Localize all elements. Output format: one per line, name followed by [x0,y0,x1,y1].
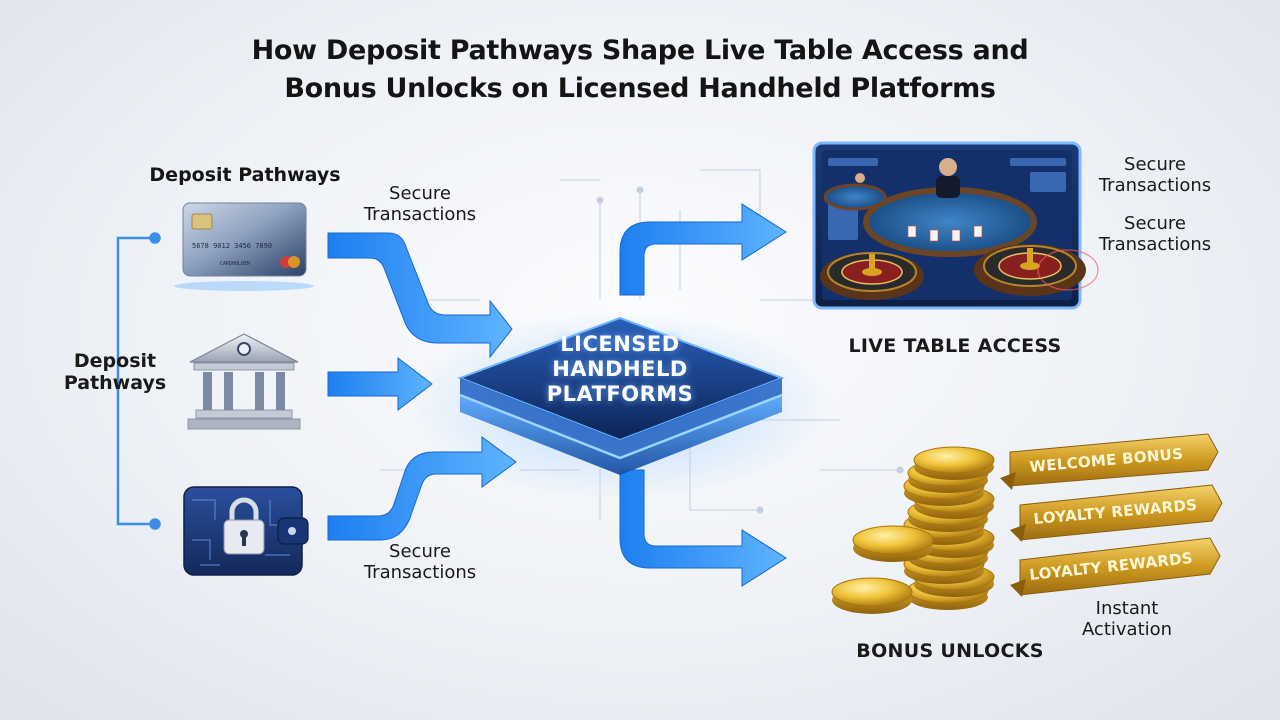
ribbon-loyalty-rewards-1: LOYALTY REWARDS [1010,484,1223,542]
instant-activation-label: Instant Activation [1081,598,1173,640]
title-line-1: How Deposit Pathways Shape Live Table Ac… [251,35,1029,66]
gold-coins-icon [831,446,995,614]
dealer-icon [939,158,957,176]
live-table-access-label: LIVE TABLE ACCESS [848,335,1062,357]
bonus-unlocks-label: BONUS UNLOCKS [856,640,1044,662]
deposit-pathways-heading: Deposit Pathways [149,164,341,186]
card-holder: CARDHOLDER [220,261,251,267]
platform-line-3: PLATFORMS [546,382,694,406]
secure-transactions-label-right-2: Secure Transactions [1098,213,1212,255]
bank-icon [187,333,301,430]
roulette-wheel-icon-2 [974,244,1099,296]
arrow-wallet-to-platform [327,436,517,541]
ribbon-loyalty-rewards-2: LOYALTY REWARDS [1010,537,1221,597]
bonus-ribbons: WELCOME BONUS LOYALTY REWARDS LOYALTY RE… [1000,433,1223,597]
card-number: 5678 9012 3456 7890 [192,242,272,250]
licensed-platform [457,316,785,475]
secure-transactions-label-bottom: Secure Transactions [363,541,477,583]
platform-line-2: HANDHELD [552,357,688,381]
arrow-platform-to-bonus [619,469,787,587]
output-arrows [619,203,787,587]
secure-transactions-label-top: Secure Transactions [363,183,477,225]
title-line-2: Bonus Unlocks on Licensed Handheld Platf… [284,73,996,104]
secure-transactions-label-right-1: Secure Transactions [1098,154,1212,196]
arrow-bank-to-platform [327,356,433,412]
wallet-lock-icon [183,486,309,576]
platform-label: LICENSED HANDHELD PLATFORMS [500,332,740,407]
deposit-pathways-side-label: Deposit Pathways [63,350,167,394]
roulette-wheel-icon [820,252,924,300]
ribbon-welcome-bonus: WELCOME BONUS [1000,433,1219,490]
arrow-card-to-platform [327,232,513,359]
coin [913,446,995,474]
input-arrows [327,232,517,541]
live-table-screen [812,141,1099,310]
deposit-bracket [116,232,161,530]
arrow-platform-to-live [619,203,787,296]
diagram-title: How Deposit Pathways Shape Live Table Ac… [0,32,1280,108]
platform-line-1: LICENSED [560,332,680,356]
credit-card-icon: 5678 9012 3456 7890 CARDHOLDER [174,202,314,291]
